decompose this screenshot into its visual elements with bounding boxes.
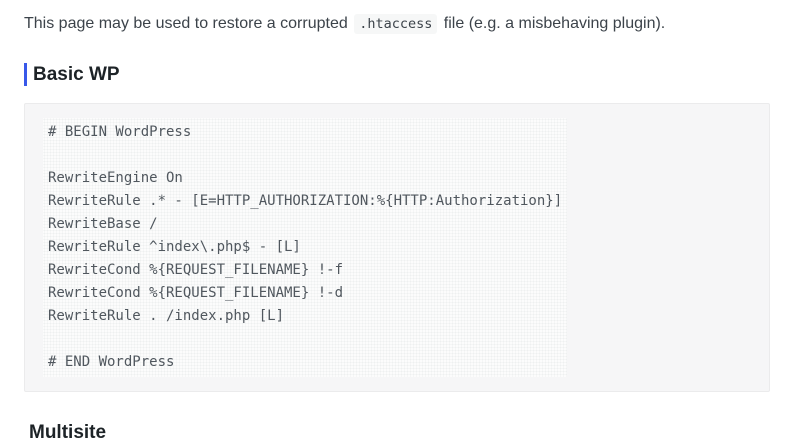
intro-text-before: This page may be used to restore a corru… (24, 15, 353, 32)
heading-multisite: Multisite (29, 422, 107, 443)
code-block-basic-wp: # BEGIN WordPress RewriteEngine On Rewri… (24, 103, 770, 392)
heading-basic-wp: Basic WP (24, 63, 770, 86)
intro-paragraph: This page may be used to restore a corru… (24, 13, 770, 35)
inline-code-htaccess: .htaccess (354, 14, 438, 34)
intro-text-after: file (e.g. a misbehaving plugin). (439, 15, 666, 32)
code-content-basic-wp: # BEGIN WordPress RewriteEngine On Rewri… (43, 118, 568, 377)
